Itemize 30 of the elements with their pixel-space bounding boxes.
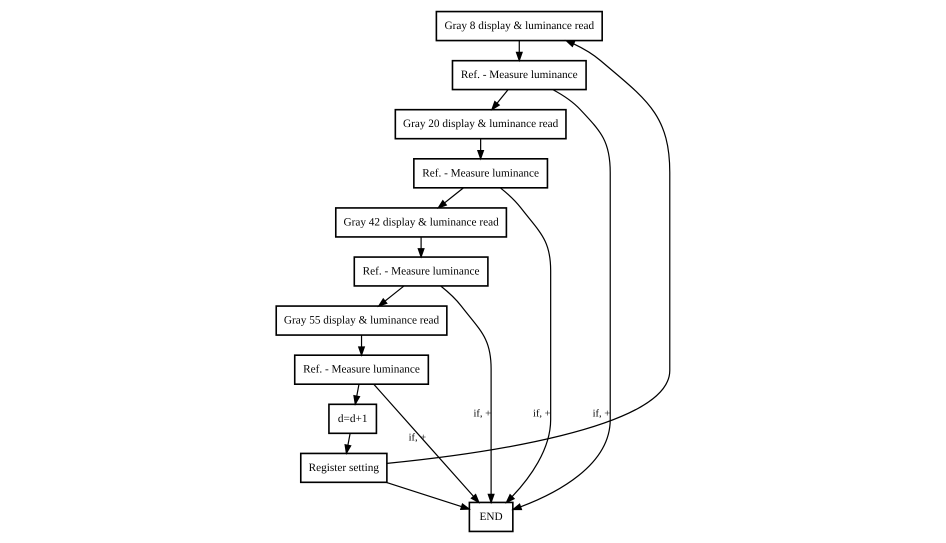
arrow [373, 384, 480, 504]
node-box: Gray 42 display & luminance read [334, 207, 508, 238]
arrow [476, 138, 484, 160]
arrow [358, 335, 366, 357]
edge-label: if, + [408, 432, 426, 444]
node-box: Gray 55 display & luminance read [275, 305, 448, 336]
edge-label: if, + [533, 408, 551, 420]
arrow [386, 482, 471, 510]
node-box: Ref. - Measure luminance [413, 158, 548, 189]
arrow [516, 40, 523, 62]
arrow [440, 286, 495, 504]
arrow [417, 236, 425, 259]
edge-label: if, + [592, 408, 610, 420]
arrow [436, 187, 464, 210]
node-box: d=d+1 [328, 404, 378, 434]
arrow [500, 187, 552, 504]
node-box: Ref. - Measure luminance [294, 354, 430, 385]
node-box: Ref. - Measure luminance [353, 256, 489, 287]
arrow [490, 89, 509, 111]
node-box: Gray 8 display & luminance read [436, 10, 603, 42]
arrow [344, 433, 352, 455]
arrow [377, 286, 404, 308]
edge-label: if, + [474, 408, 492, 420]
arrow [353, 384, 360, 406]
arrow [387, 40, 670, 464]
node-box: Register setting [300, 452, 388, 484]
node-box: Gray 20 display & luminance read [394, 108, 567, 140]
node-box: END [468, 502, 514, 532]
node-box: Ref. - Measure luminance [452, 60, 587, 90]
arrow [511, 89, 611, 510]
